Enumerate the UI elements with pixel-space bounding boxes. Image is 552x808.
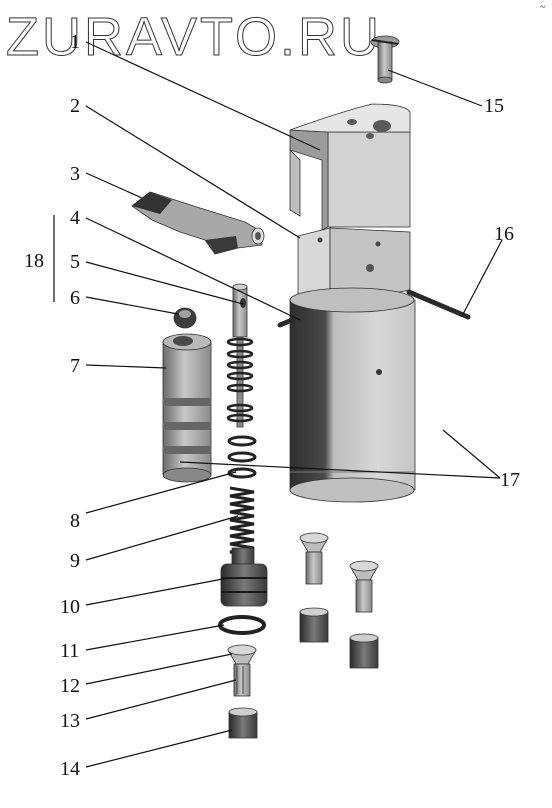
callout-8: 8 xyxy=(70,510,80,532)
callout-2: 2 xyxy=(70,95,80,117)
callout-6: 6 xyxy=(70,287,80,309)
callout-9: 9 xyxy=(70,550,80,572)
watermark-logo: ZURAVTO.RU xyxy=(6,7,382,67)
callout-15: 15 xyxy=(484,95,504,117)
part-6-nut xyxy=(173,307,197,329)
callout-17: 17 xyxy=(500,469,520,491)
loose-bushing-b xyxy=(349,633,379,669)
callout-16: 16 xyxy=(494,223,514,245)
corner-mark: ~ xyxy=(540,2,546,13)
callout-labels: 1 2 3 4 5 6 7 8 9 10 11 12 13 14 15 16 1… xyxy=(24,31,520,780)
loose-bushing-a xyxy=(299,607,329,643)
callout-14: 14 xyxy=(60,758,80,780)
part-7-sleeve xyxy=(162,333,212,483)
part-2-wedge xyxy=(297,227,411,306)
part-16-pin xyxy=(277,289,471,328)
stem-spring-rings xyxy=(226,337,254,423)
part-8-washers xyxy=(227,435,257,479)
callout-1: 1 xyxy=(70,31,80,53)
loose-valve-a xyxy=(299,532,329,585)
leader-lines xyxy=(53,41,503,768)
callout-4: 4 xyxy=(70,207,80,229)
part-12-13-valve xyxy=(227,644,257,697)
callout-7: 7 xyxy=(70,355,80,377)
callout-13: 13 xyxy=(60,710,80,732)
part-3-lever xyxy=(131,191,265,255)
loose-valve-b xyxy=(349,560,379,613)
part-14-bushing xyxy=(228,707,258,739)
callout-10: 10 xyxy=(60,596,80,618)
callout-11: 11 xyxy=(60,640,79,662)
callout-12: 12 xyxy=(60,675,80,697)
part-10-valve-nut xyxy=(220,547,268,607)
part-11-ring xyxy=(218,615,266,635)
part-17-main-body xyxy=(289,287,416,503)
callout-18: 18 xyxy=(24,250,44,272)
callout-5: 5 xyxy=(70,251,80,273)
part-9-spring xyxy=(229,486,255,558)
part-4-5-stem xyxy=(232,283,248,428)
part-1-upper-cap xyxy=(289,103,411,231)
callout-3: 3 xyxy=(70,163,80,185)
